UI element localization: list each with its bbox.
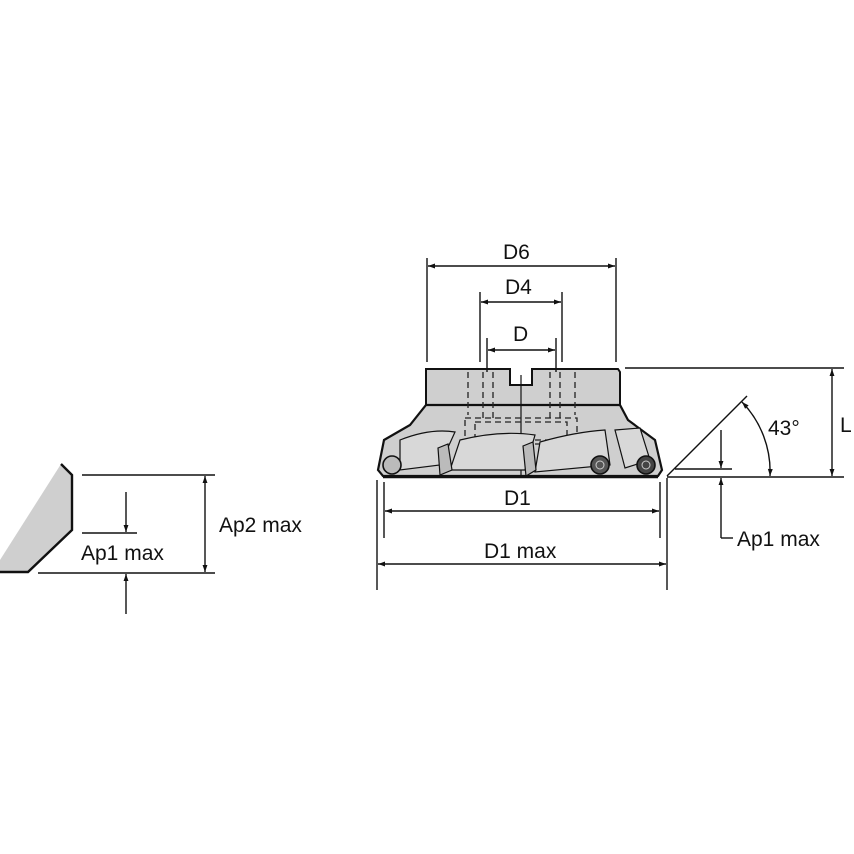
insert-profile-detail xyxy=(0,463,215,614)
insert-profile-shape xyxy=(0,464,72,572)
right-dimensions xyxy=(625,367,844,539)
ap1-max-right-label: Ap1 max xyxy=(737,528,820,551)
d1-label: D1 xyxy=(504,487,531,510)
angle-label: 43° xyxy=(768,417,800,440)
ap2-max-label: Ap2 max xyxy=(219,514,302,537)
angle-arc xyxy=(741,401,773,477)
d1-max-label: D1 max xyxy=(484,540,557,563)
cutter-hub xyxy=(425,368,621,406)
lead-angle-line xyxy=(666,395,748,477)
ap1-max-left-label: Ap1 max xyxy=(81,542,164,565)
round-insert xyxy=(590,455,610,475)
insert-profile-edge xyxy=(0,463,74,574)
round-insert xyxy=(636,455,656,475)
round-insert xyxy=(382,455,402,475)
d6-label: D6 xyxy=(503,241,530,264)
d4-label: D4 xyxy=(505,276,532,299)
l-label: L xyxy=(840,414,852,437)
bottom-dimensions xyxy=(376,478,668,590)
cutter-body xyxy=(376,368,664,479)
top-dimensions xyxy=(426,258,617,372)
d-label: D xyxy=(513,323,528,346)
